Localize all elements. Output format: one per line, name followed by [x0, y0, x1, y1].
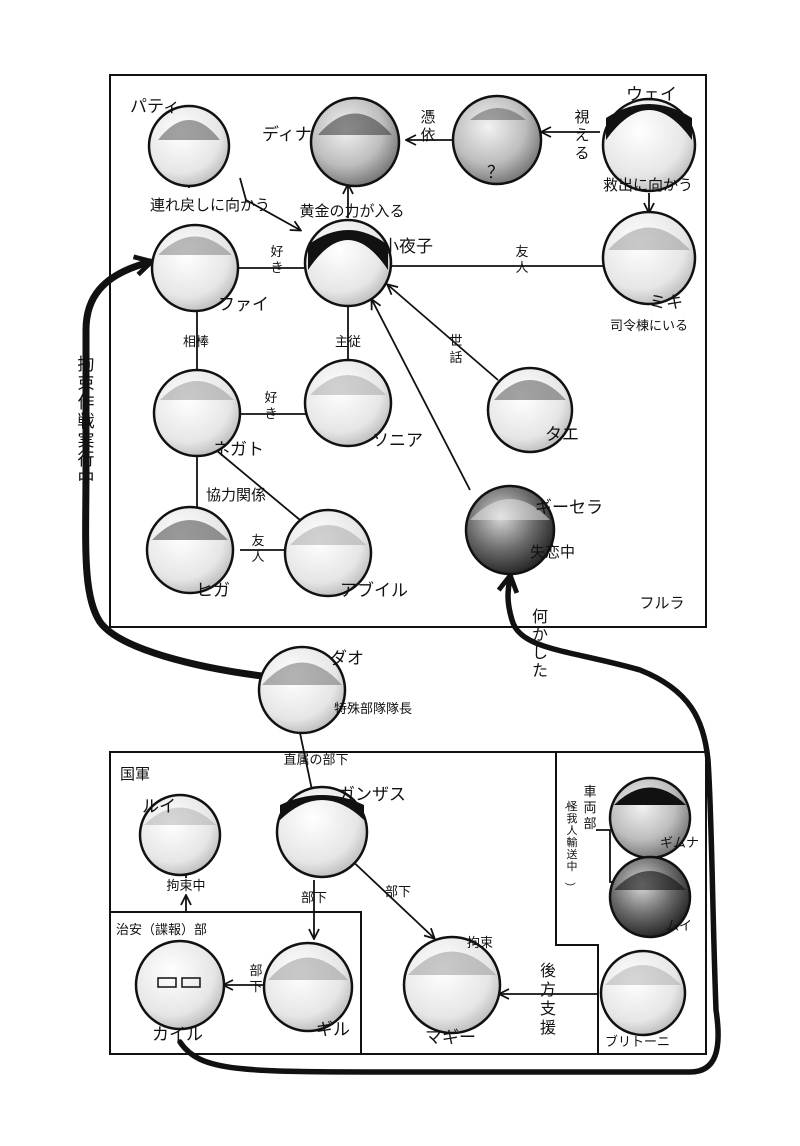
label-kyushutsu: 救出に向かう	[603, 176, 693, 194]
portrait-sonia	[303, 358, 393, 448]
name-higa: ヒガ	[196, 581, 230, 601]
name-patty: パティ	[130, 97, 180, 117]
portrait-fai	[150, 223, 240, 313]
label-shireitou: 司令棟にいる	[610, 319, 688, 334]
sharyoubu-divider	[555, 752, 599, 1054]
name-mui: ムイ	[666, 919, 692, 934]
label-yujin1: 友人	[515, 244, 528, 276]
name-britoni: ブリトーニ	[605, 1034, 670, 1050]
line-dao-ganzas	[299, 732, 313, 791]
label-nanika: 何かした	[532, 607, 548, 680]
label-sharyoubu: 車両部	[583, 785, 596, 832]
name-maggie: マギー	[425, 1028, 476, 1048]
name-gimuna: ギムナ	[660, 836, 699, 851]
portrait-miki	[601, 210, 697, 306]
label-suki2: 好き	[264, 391, 277, 422]
portrait-negato	[152, 368, 242, 458]
label-ougon: 黄金の力が入る	[299, 202, 404, 220]
character-nodes	[134, 94, 697, 1037]
kousoku-arrow	[82, 262, 266, 680]
label-buka2: 部下	[385, 885, 411, 900]
label-kegaiin: （怪我人輸送中）	[564, 798, 578, 893]
label-tokushu: 特殊部隊隊長	[334, 701, 412, 717]
portrait-kyle	[134, 939, 226, 1031]
label-shitsuren: 失恋中	[530, 543, 575, 561]
portrait-question	[451, 94, 543, 186]
name-dao: ダオ	[330, 649, 364, 669]
portrait-wei	[601, 97, 697, 193]
name-wei: ウェイ	[626, 85, 677, 105]
label-hyoui: 憑依	[420, 108, 435, 144]
name-kyle: カイル	[152, 1025, 203, 1045]
line-negato-abuil	[209, 444, 301, 521]
portrait-gisela	[464, 484, 556, 576]
label-shuju: 主従	[335, 335, 361, 350]
kokugun-region-box	[109, 751, 707, 1055]
name-louis: ルイ	[142, 797, 176, 817]
label-kouhou: 後方支援	[540, 961, 556, 1037]
line-ganzas-maggie	[345, 854, 434, 938]
name-gil: ギル	[316, 1020, 350, 1040]
portrait-ganzas	[275, 785, 369, 879]
name-dina: ディナ	[262, 124, 312, 145]
label-tsuremodoshi: 連れ戻しに向かう	[150, 196, 270, 214]
portrait-abuil	[283, 508, 373, 598]
name-miki: ミキ	[649, 293, 683, 313]
portrait-dina	[309, 96, 401, 188]
name-abuil: アブイル	[340, 580, 408, 601]
portrait-dao	[257, 645, 347, 735]
portrait-louis	[138, 793, 222, 877]
region-label-kokugun: 国軍	[120, 765, 150, 783]
line-patty-sayoko	[239, 177, 300, 230]
portrait-higa	[145, 505, 235, 595]
label-suki1: 好き	[270, 245, 283, 276]
label-chokuzoku: 直属の部下	[283, 753, 348, 768]
portrait-sayoko	[303, 218, 393, 308]
label-kousokuchu: 拘束中	[166, 879, 205, 894]
name-tae: タエ	[545, 425, 579, 445]
label-buka1: 部下	[301, 891, 327, 906]
label-kousoku-sakusen: 拘束作戦実行中	[78, 355, 95, 489]
label-yujin2: 友人	[251, 533, 264, 565]
region-label-chian: 治安（諜報）部	[116, 923, 207, 938]
name-gisela: ギーセラ	[535, 498, 603, 518]
label-buka3: 部下	[249, 964, 262, 995]
portrait-britoni	[599, 949, 687, 1037]
chian-region-box	[110, 911, 362, 1054]
name-negato: ネガト	[213, 440, 264, 460]
name-sonia: ソニア	[372, 431, 423, 451]
name-question: ？	[487, 163, 504, 183]
label-kyouryoku: 協力関係	[206, 486, 266, 504]
portrait-gil	[262, 941, 354, 1033]
line-gisela-sayoko	[372, 300, 471, 491]
portrait-tae	[486, 366, 574, 454]
name-sayoko: 小夜子	[382, 237, 433, 257]
line-tae-sayoko	[388, 285, 499, 381]
nanika-arrow	[177, 577, 721, 1075]
name-ganzas: ガンザス	[338, 785, 406, 805]
region-label-furura: フルラ	[639, 594, 684, 612]
portrait-maggie	[402, 935, 502, 1035]
label-kousoku: 拘束	[467, 936, 493, 951]
label-aibou: 相棒	[183, 335, 209, 350]
name-fai: ファイ	[218, 295, 269, 315]
label-sewa: 世話	[449, 334, 462, 366]
relation-lines	[186, 132, 649, 994]
furura-region-box	[109, 74, 707, 628]
label-mieru: 視える	[574, 108, 589, 162]
portrait-mui	[608, 855, 692, 939]
portrait-patty	[147, 104, 231, 188]
